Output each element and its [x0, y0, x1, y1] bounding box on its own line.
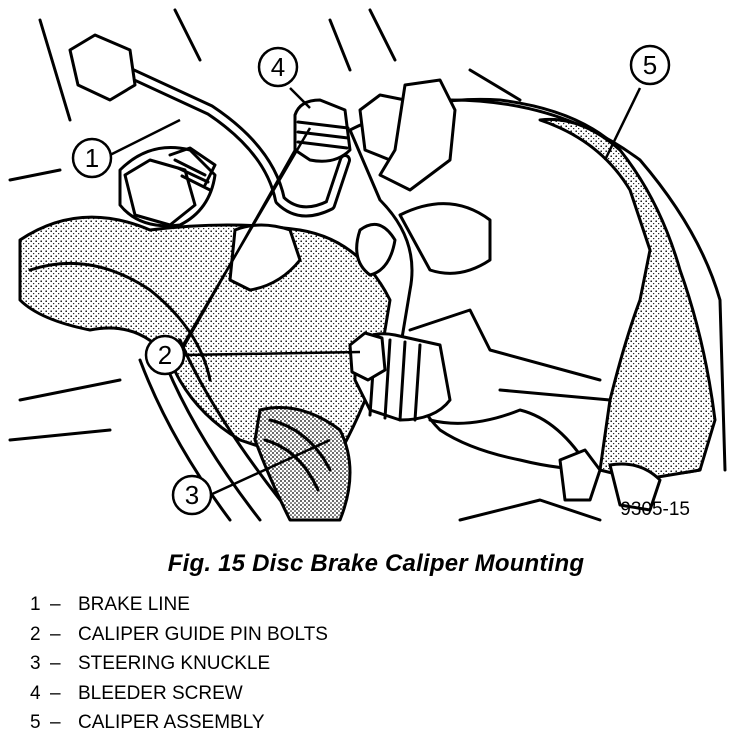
leader-2b	[181, 149, 297, 349]
svg-text:5: 5	[643, 50, 657, 80]
leader-1	[109, 118, 181, 157]
figure-caption: Fig. 15 Disc Brake Caliper Mounting	[167, 550, 585, 577]
leader-2c	[184, 350, 361, 357]
leader-5	[603, 87, 642, 161]
svg-text:2: 2	[158, 340, 172, 370]
caliper-rib	[538, 117, 717, 482]
svg-text:3: 3	[185, 480, 199, 510]
drawing-code: 9305-15	[620, 499, 690, 520]
caliper-illustration: 1 2 3 4 5 9305-15	[8, 8, 727, 522]
callout-2: 2	[144, 334, 186, 376]
line-art	[8, 8, 727, 522]
legend-item: 2–CALIPER GUIDE PIN BOLTS	[30, 623, 328, 645]
svg-text:1: 1	[85, 143, 99, 173]
legend-item: 3–STEERING KNUCKLE	[30, 653, 271, 674]
callout-4: 4	[257, 46, 299, 88]
fitting-nut-lower	[123, 158, 197, 227]
callout-3: 3	[171, 474, 213, 516]
caliper-outline-outer	[448, 98, 727, 472]
fitting-nut-upper	[68, 33, 137, 102]
guide-pin-bolt-lower-shape	[348, 331, 452, 422]
leader-3	[209, 438, 331, 497]
legend-item: 1–BRAKE LINE	[30, 594, 190, 615]
leader-4	[289, 87, 311, 109]
legend-item: 5–CALIPER ASSEMBLY	[30, 712, 265, 733]
bleeder-screw-shape	[293, 78, 457, 192]
callout-5: 5	[629, 44, 671, 86]
callout-1: 1	[71, 137, 113, 179]
svg-text:4: 4	[271, 52, 285, 82]
callouts: 1 2 3 4 5	[71, 44, 671, 516]
legend: 1–BRAKE LINE 2–CALIPER GUIDE PIN BOLTS 3…	[30, 590, 328, 738]
legend-item: 4–BLEEDER SCREW	[30, 682, 243, 704]
leader-lines	[109, 87, 642, 497]
